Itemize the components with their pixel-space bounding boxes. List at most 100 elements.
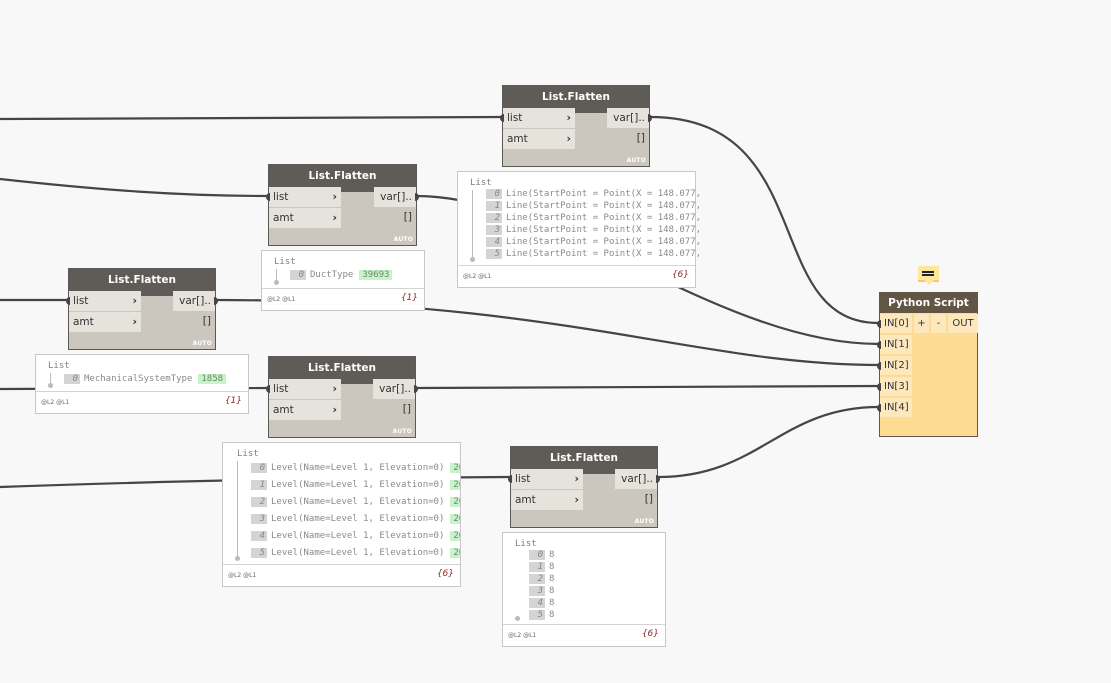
port-connector[interactable] [266, 193, 270, 201]
item-index: 0 [64, 374, 80, 384]
chevron-right-icon: › [132, 315, 137, 328]
input-port-in2[interactable]: IN[2] [877, 356, 912, 375]
item-value: Line(StartPoint = Point(X = 148.077, [506, 213, 702, 223]
output-port-out[interactable]: OUT [948, 314, 978, 333]
node-title: Python Script [880, 293, 977, 313]
item-index: 0 [251, 463, 267, 473]
port-connector[interactable] [500, 114, 504, 122]
element-id[interactable]: 26 [450, 497, 460, 507]
input-port-amt[interactable]: amt› [503, 129, 575, 149]
level-indicator: @L2 @L1 [228, 572, 257, 579]
item-value: Line(StartPoint = Point(X = 148.077, [506, 225, 702, 235]
lacing-label[interactable]: AUTO [626, 157, 646, 164]
input-port-list[interactable]: list› [266, 187, 341, 207]
chevron-right-icon: › [566, 111, 571, 124]
element-id[interactable]: 26 [450, 480, 460, 490]
item-value: Level(Name=Level 1, Elevation=0) [271, 548, 445, 558]
port-connector[interactable] [214, 297, 218, 305]
remove-input-button[interactable]: - [931, 314, 946, 333]
element-id[interactable]: 1858 [198, 374, 227, 384]
level-indicator: @L2 @L1 [41, 399, 70, 406]
port-connector[interactable] [415, 193, 419, 201]
item-value: 8 [549, 610, 555, 620]
wire-left-to-flatten-1[interactable] [0, 115, 503, 121]
add-input-button[interactable]: + [914, 314, 929, 333]
port-label: amt [273, 404, 294, 416]
input-port-list[interactable]: list› [66, 291, 141, 311]
input-port-list[interactable]: list› [508, 469, 583, 489]
item-index: 5 [486, 249, 502, 259]
level-indicator: @L2 @L1 [508, 632, 537, 639]
python-script-node[interactable]: Python Script IN[0] IN[1] IN[2] IN[3] IN… [877, 292, 978, 437]
wire-flatten-4-to-in3[interactable] [415, 384, 880, 390]
lacing-label[interactable]: AUTO [192, 340, 212, 347]
item-value: 8 [549, 586, 555, 596]
list-header: List [470, 178, 492, 188]
lacing-label[interactable]: AUTO [392, 428, 412, 435]
item-count: {6} [671, 270, 689, 280]
input-port-list[interactable]: list› [266, 379, 341, 399]
output-port[interactable]: var[]..[] [607, 108, 652, 144]
port-connector[interactable] [877, 362, 881, 370]
item-value: 8 [549, 562, 555, 572]
output-port[interactable]: var[]..[] [173, 291, 218, 327]
port-connector[interactable] [414, 385, 418, 393]
lacing-label[interactable]: AUTO [393, 236, 413, 243]
item-index: 0 [529, 550, 545, 560]
port-connector[interactable] [66, 297, 70, 305]
tree-line [237, 461, 238, 557]
item-index: 4 [486, 237, 502, 247]
input-port-in4[interactable]: IN[4] [877, 398, 912, 417]
list-flatten-node-2[interactable]: List.Flatten list› amt› var[]..[] AUTO [266, 164, 419, 246]
item-value: Line(StartPoint = Point(X = 148.077, [506, 189, 702, 199]
input-port-in1[interactable]: IN[1] [877, 335, 912, 354]
item-index: 3 [529, 586, 545, 596]
lacing-label[interactable]: AUTO [634, 518, 654, 525]
input-port-amt[interactable]: amt› [269, 208, 341, 228]
chevron-right-icon: › [566, 132, 571, 145]
tree-dot [235, 556, 240, 561]
output-port[interactable]: var[]..[] [374, 187, 419, 223]
port-connector[interactable] [877, 341, 881, 349]
port-connector[interactable] [508, 475, 512, 483]
list-flatten-node-4[interactable]: List.Flatten list› amt› var[]..[] AUTO [266, 356, 418, 438]
list-flatten-node-3[interactable]: List.Flatten list› amt› var[]..[] AUTO [66, 268, 218, 350]
note-icon[interactable] [918, 266, 939, 285]
port-connector[interactable] [656, 475, 660, 483]
input-port-amt[interactable]: amt› [511, 490, 583, 510]
element-id[interactable]: 26 [450, 514, 460, 524]
wire-flatten-1-to-in0[interactable] [649, 115, 880, 325]
port-label: list [73, 295, 89, 307]
element-id[interactable]: 26 [450, 548, 460, 558]
element-id[interactable]: 26 [450, 531, 460, 541]
input-port-list[interactable]: list› [500, 108, 575, 128]
input-port-in3[interactable]: IN[3] [877, 377, 912, 396]
port-label: amt [273, 212, 294, 224]
item-count: {1} [224, 396, 242, 406]
port-connector[interactable] [648, 114, 652, 122]
output-port[interactable]: var[]..[] [373, 379, 418, 415]
port-connector[interactable] [877, 383, 881, 391]
list-flatten-node-1[interactable]: List.Flatten list› amt› var[]..[] AUTO [500, 85, 652, 167]
wire-flatten-5-to-in4[interactable] [657, 405, 880, 479]
element-id[interactable]: 26 [450, 463, 460, 473]
input-port-amt[interactable]: amt› [269, 400, 341, 420]
input-port-in0[interactable]: IN[0] [877, 314, 912, 333]
level-indicator: @L2 @L1 [463, 273, 492, 280]
port-connector[interactable] [877, 404, 881, 412]
wire-left-to-flatten-2[interactable] [0, 177, 269, 198]
input-port-amt[interactable]: amt› [69, 312, 141, 332]
preview-footer: @L2 @L1 {6} [503, 624, 665, 646]
port-connector[interactable] [266, 385, 270, 393]
element-id[interactable]: 39693 [359, 270, 393, 280]
output-port[interactable]: var[]..[] [615, 469, 660, 505]
port-label: var[]..[] [380, 191, 412, 223]
port-connector[interactable] [877, 320, 881, 328]
list-flatten-node-5[interactable]: List.Flatten list› amt› var[]..[] AUTO [508, 446, 660, 528]
